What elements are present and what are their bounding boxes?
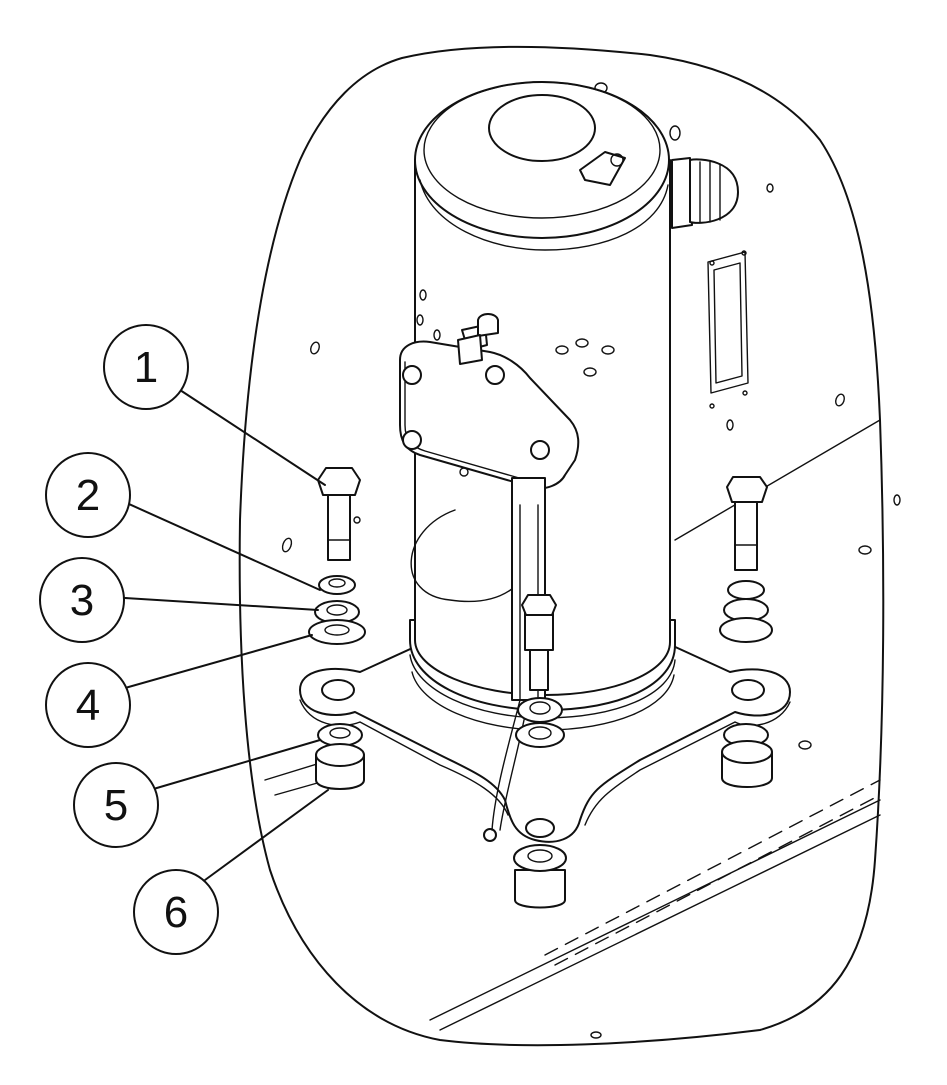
callout-3: 3 [39, 557, 125, 643]
callout-6: 6 [133, 869, 219, 955]
callout-1: 1 [103, 324, 189, 410]
callout-4-circle [45, 662, 131, 748]
callout-5: 5 [73, 762, 159, 848]
panel-slot [707, 250, 749, 409]
callout-6-circle [133, 869, 219, 955]
callout-4: 4 [45, 662, 131, 748]
callout-2: 2 [45, 452, 131, 538]
callout-6-label: 6 [164, 888, 188, 937]
callout-4-label: 4 [76, 681, 100, 730]
front-mount-stack [513, 594, 567, 909]
callout-3-label: 3 [70, 576, 94, 625]
callout-1-label: 1 [134, 343, 158, 392]
base-plate-outline [238, 45, 885, 1047]
panel-lines [264, 419, 881, 1031]
terminal-box [399, 313, 580, 490]
left-mount-stack [308, 467, 366, 790]
callout-3-circle [39, 557, 125, 643]
leader-lines [119, 389, 329, 881]
right-mount-stack [719, 476, 773, 788]
callout-2-circle [45, 452, 131, 538]
callout-5-label: 5 [104, 781, 128, 830]
callout-2-label: 2 [76, 471, 100, 520]
callout-1-circle [103, 324, 189, 410]
callout-5-circle [73, 762, 159, 848]
